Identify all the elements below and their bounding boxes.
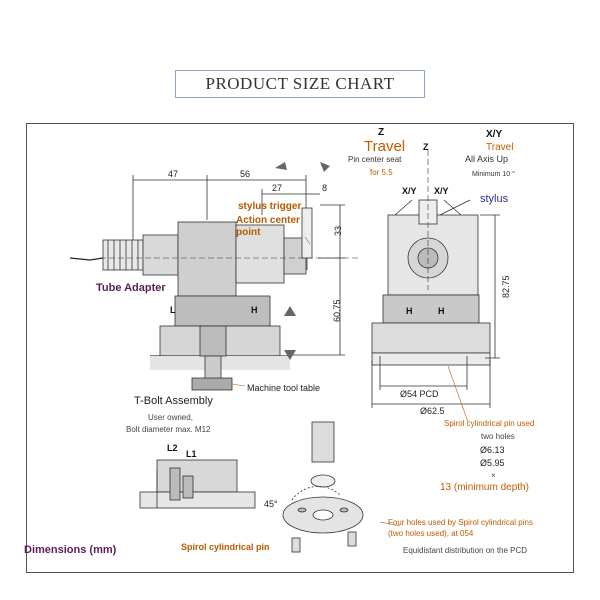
user-owned-label: User owned, bbox=[148, 413, 193, 422]
dim-62-5: Ø62.5 bbox=[420, 406, 445, 416]
machine-tool-table-label: Machine tool table bbox=[247, 383, 321, 393]
marker-l2: L2 bbox=[167, 443, 178, 453]
left-side-view bbox=[69, 175, 360, 391]
front-view bbox=[371, 150, 500, 408]
dim-33: 33 bbox=[333, 225, 343, 236]
all-axis-up-label: All Axis Up bbox=[465, 154, 509, 164]
stylus-trigger-label: stylus trigger bbox=[238, 201, 302, 212]
dimensions-label: Dimensions (mm) bbox=[24, 544, 117, 556]
spirol-note-title: Spirol cylindrical pin used bbox=[444, 419, 535, 428]
tube-adapter-label: Tube Adapter bbox=[96, 282, 166, 294]
z-axis-label: Z bbox=[423, 142, 429, 152]
four-holes-note: Four holes used by Spirol cylindrical pi… bbox=[388, 518, 533, 527]
marker-h2: H bbox=[438, 306, 445, 316]
two-holes-used-note: (two holes used), at 054 bbox=[388, 529, 474, 538]
rotation-arrows bbox=[275, 162, 330, 360]
tbolt-assembly-label: T-Bolt Assembly bbox=[134, 395, 213, 407]
bolt-diameter-label: Bolt diameter max. M12 bbox=[126, 425, 211, 434]
dim-54-pcd: Ø54 PCD bbox=[400, 389, 439, 399]
spirol-times: × bbox=[491, 471, 496, 480]
action-center-label: Action center point bbox=[236, 215, 300, 238]
equidistant-note: Equidistant distribution on the PCD bbox=[403, 546, 528, 555]
xy-label: X/Y bbox=[486, 129, 503, 140]
minimum-10-label: Minimum 10 ° bbox=[472, 171, 515, 178]
page-title-box: PRODUCT SIZE CHART bbox=[175, 70, 425, 98]
bottom-center-exploded bbox=[282, 421, 364, 553]
dim-60-75: 60.75 bbox=[332, 299, 342, 322]
marker-h: H bbox=[251, 305, 258, 315]
spirol-depth: 13 (minimum depth) bbox=[440, 482, 529, 493]
angle-45: 45° bbox=[264, 499, 278, 509]
page-title: PRODUCT SIZE CHART bbox=[205, 74, 395, 93]
z-label: Z bbox=[378, 127, 385, 138]
spirol-pin-label: Spirol cylindrical pin bbox=[181, 542, 270, 552]
pin-center-seat-label: Pin center seat bbox=[348, 155, 402, 164]
xy-right-label: X/Y bbox=[434, 186, 449, 196]
stylus-label: stylus bbox=[480, 193, 509, 205]
leader-lines bbox=[231, 236, 469, 527]
spirol-two-holes: two holes bbox=[481, 432, 515, 441]
drawing-frame bbox=[26, 123, 574, 573]
dim-82-75: 82.75 bbox=[501, 275, 511, 298]
dim-56: 56 bbox=[240, 169, 251, 179]
z-travel-label: Travel bbox=[364, 138, 406, 155]
marker-h1: H bbox=[406, 306, 413, 316]
spirol-d595: Ø5.95 bbox=[480, 458, 505, 468]
dim-8: 8 bbox=[322, 183, 328, 193]
dim-27: 27 bbox=[272, 183, 283, 193]
xy-left-label: X/Y bbox=[402, 186, 417, 196]
xy-travel-label: Travel bbox=[486, 142, 514, 153]
spirol-d613: Ø6.13 bbox=[480, 445, 505, 455]
dim-47: 47 bbox=[168, 169, 179, 179]
marker-l: L bbox=[170, 305, 176, 315]
bottom-left-detail bbox=[139, 459, 256, 509]
marker-l1: L1 bbox=[186, 449, 197, 459]
for-5-5-label: for 5.5 bbox=[370, 168, 393, 177]
